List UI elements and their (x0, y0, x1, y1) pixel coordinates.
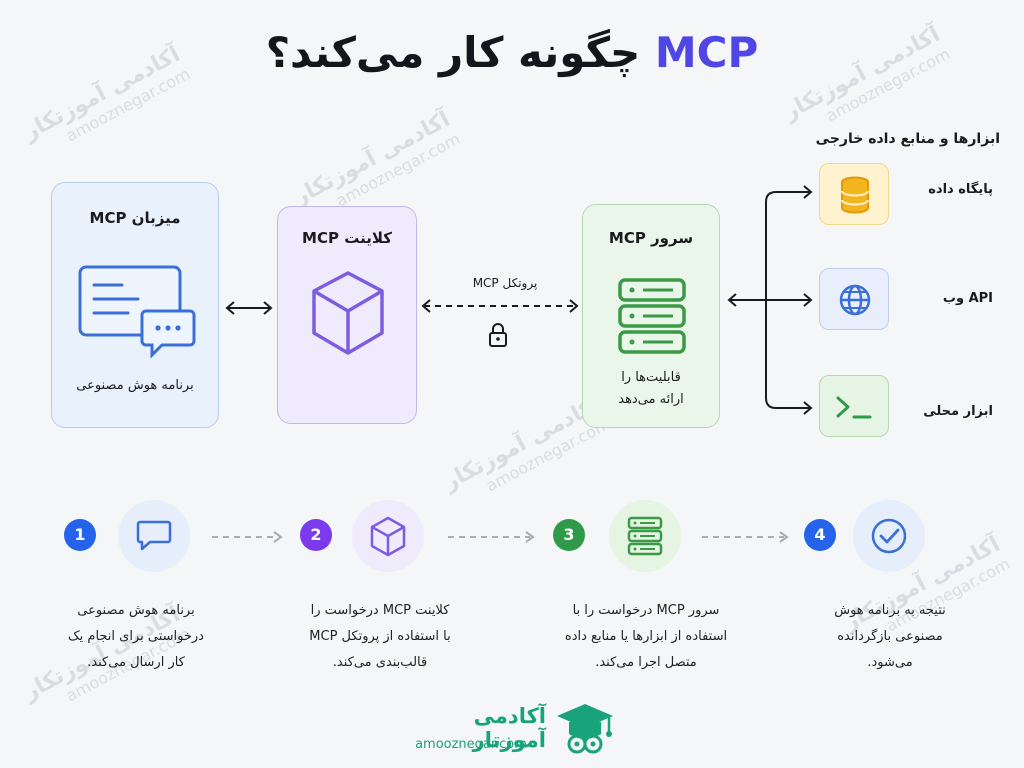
step-1-circle (118, 500, 190, 572)
host-title: میزبان MCP (89, 209, 181, 227)
tools-heading: ابزارها و منابع داده خارجی (815, 131, 1000, 147)
step-2-circle (352, 500, 424, 572)
step-2-number: 2 (300, 519, 332, 551)
chat-bubble-icon (136, 520, 172, 551)
web-api-tile (819, 268, 889, 330)
step-4-number: 4 (804, 519, 836, 551)
footer-brand: آکادمی آموزتار (472, 704, 546, 752)
title-accent: MCP (654, 28, 759, 77)
database-tile (819, 163, 889, 225)
mcp-host-box: میزبان MCP برنامه هوش مصنوعی (51, 182, 219, 428)
host-subtitle: برنامه هوش مصنوعی (76, 378, 194, 393)
tools-branch-arrows (727, 185, 813, 415)
step-arrow-1 (212, 531, 283, 543)
step-4-circle (853, 500, 925, 572)
step-arrow-3 (702, 531, 789, 543)
page-title: MCP چگونه کار می‌کند؟ (0, 28, 1024, 77)
step-arrow-2 (448, 531, 535, 543)
protocol-arrow (421, 299, 579, 313)
database-label: پایگاه داده (928, 182, 993, 197)
server-subtitle-1: قابلیت‌ها را (621, 370, 681, 385)
server-icon (627, 516, 663, 556)
globe-icon (839, 284, 871, 316)
local-tool-label: ابزار محلی (923, 404, 993, 419)
host-client-arrow (225, 301, 273, 315)
cube-icon (370, 516, 406, 557)
step-1-number: 1 (64, 519, 96, 551)
mcp-client-box: کلاینت MCP (277, 206, 417, 424)
server-title: سرور MCP (608, 229, 694, 247)
terminal-icon (836, 396, 872, 419)
footer-url: amooznegar.com (415, 737, 527, 752)
server-icon (618, 278, 686, 354)
server-subtitle-2: ارائه می‌دهد (618, 392, 684, 407)
web-api-label: API وب (942, 291, 993, 306)
database-icon (841, 176, 869, 214)
step-3-number: 3 (553, 519, 585, 551)
protocol-label: پروتکل MCP (472, 276, 538, 290)
local-tool-tile (819, 375, 889, 437)
app-window-icon (78, 265, 196, 359)
cube-icon (312, 271, 384, 355)
graduation-cap-logo-icon (557, 704, 613, 754)
lock-icon (489, 323, 507, 347)
check-circle-icon (871, 518, 907, 554)
step-3-circle (609, 500, 681, 572)
mcp-server-box: سرور MCP قابلیت‌ها را ارائه می‌دهد (582, 204, 720, 428)
client-title: کلاینت MCP (302, 229, 392, 247)
title-text: چگونه کار می‌کند؟ (265, 28, 641, 77)
